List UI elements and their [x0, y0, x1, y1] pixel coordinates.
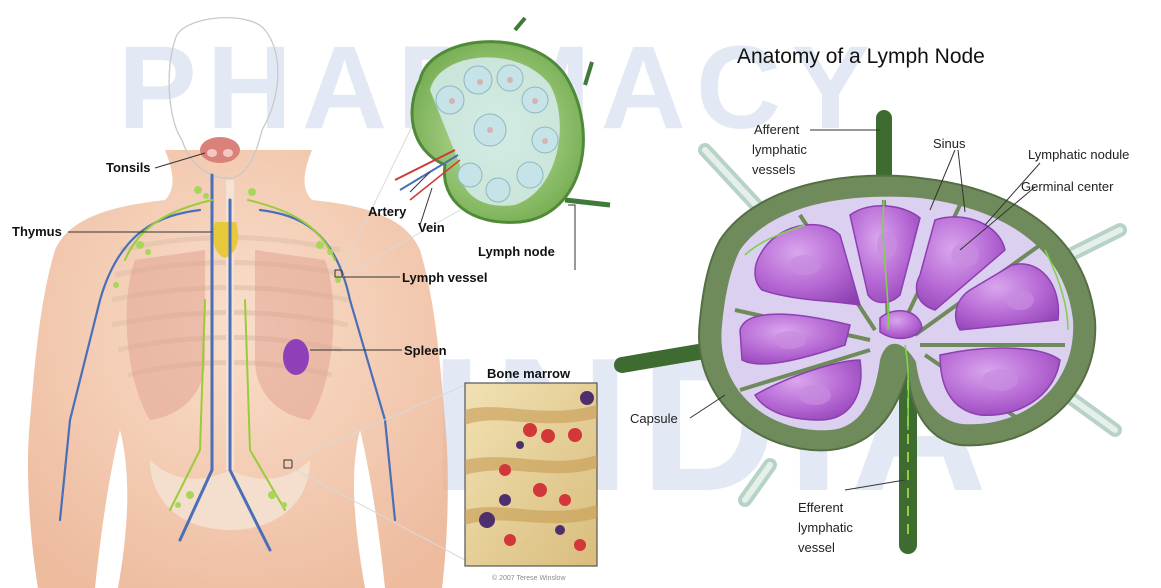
- inset-efferent: [565, 200, 610, 205]
- label-capsule: Capsule: [630, 411, 678, 426]
- lung-right: [255, 250, 333, 420]
- diagram-title: Anatomy of a Lymph Node: [737, 45, 985, 68]
- label-tonsils: Tonsils: [106, 160, 151, 175]
- tonsil-right: [223, 149, 233, 157]
- bone-marrow-inset: © 2007 Terese Winslow: [465, 383, 597, 582]
- label-lymph-node: Lymph node: [478, 244, 555, 259]
- label-lymphatic-nodule: Lymphatic nodule: [1028, 147, 1129, 162]
- label-thymus: Thymus: [12, 224, 62, 239]
- tonsil-left: [207, 149, 217, 157]
- lung-left: [127, 250, 205, 420]
- label-afferent-line1: Afferent: [754, 122, 800, 137]
- label-spleen: Spleen: [404, 343, 447, 358]
- label-afferent-line2: lymphatic: [752, 142, 807, 157]
- label-lymph-vessel: Lymph vessel: [402, 270, 488, 285]
- label-germinal-center: Germinal center: [1021, 179, 1114, 194]
- spleen: [283, 339, 309, 375]
- label-efferent-line1: Efferent: [798, 500, 844, 515]
- copyright-text: © 2007 Terese Winslow: [492, 574, 566, 582]
- label-artery: Artery: [368, 204, 407, 219]
- throat-cavity: [200, 137, 240, 163]
- label-efferent-line3: vessel: [798, 540, 835, 555]
- label-sinus: Sinus: [933, 136, 966, 151]
- label-vein: Vein: [418, 220, 445, 235]
- label-bone-marrow: Bone marrow: [487, 366, 571, 381]
- label-afferent-line3: vessels: [752, 162, 796, 177]
- label-efferent-line2: lymphatic: [798, 520, 853, 535]
